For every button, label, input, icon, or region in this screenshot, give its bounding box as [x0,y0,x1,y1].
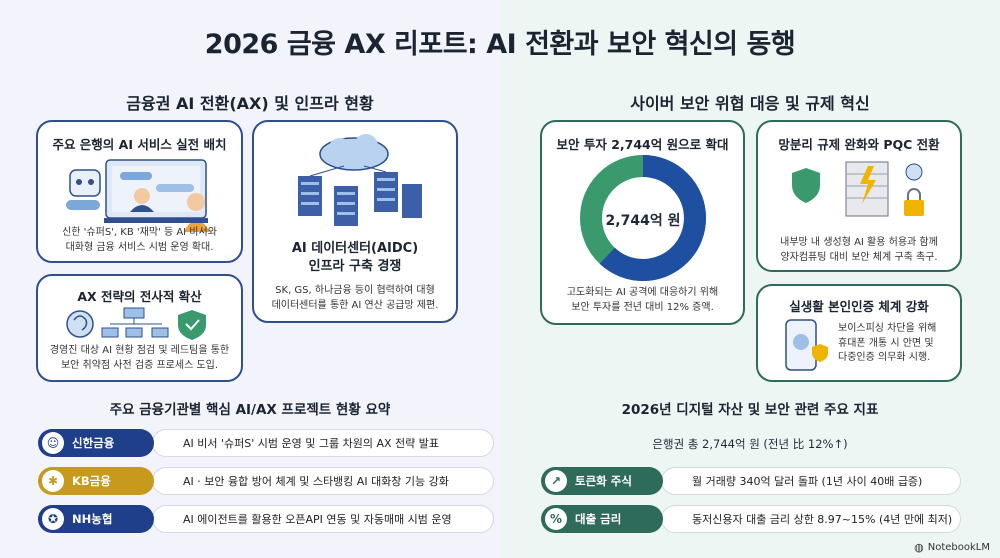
right-row-label: % 대출 금리 [541,505,663,533]
left-row-label: ✪ NH농협 [38,505,154,533]
footer-brand: ◍ NotebookLM [914,541,990,554]
left-row: AI · 보안 융합 방어 체계 및 스타뱅킹 AI 대화창 기능 강화 ✱ KB금… [38,467,494,495]
left-row: AI 에이전트를 활용한 오픈API 연동 및 자동매매 시범 운영 ✪ NH농협 [38,505,494,533]
left-row-text: AI · 보안 융합 방어 체계 및 스타뱅킹 AI 대화창 기능 강화 [152,467,494,495]
right-summary-subtitle: 은행권 총 2,744억 원 (전년 比 12%↑) [652,437,848,451]
left-row-text: AI 에이전트를 활용한 오픈API 연동 및 자동매매 시범 운영 [152,505,494,533]
network-regulation-card: 망분리 규제 완화와 PQC 전환 내부망 내 생성형 AI 활용 허용과 함께… [756,120,962,272]
right-row: 동저신용자 대출 금리 상한 8.97~15% (4년 만에 최저)% 대출 금리 [541,505,961,533]
right-row: 월 거래량 340억 달러 돌파 (1년 사이 40배 급증) ↗ 토큰화 주식 [541,467,961,495]
left-summary-heading: 주요 금융기관별 핵심 AI/AX 프로젝트 현황 요약 [109,402,391,418]
ai-service-card-title: 주요 은행의 AI 서비스 실전 배치 [52,137,227,152]
datacenter-cloud-icon [298,134,422,226]
left-row: AI 비서 '슈퍼S' 시범 운영 및 그룹 차원의 AX 전략 발표 ☺ 신한금융 [38,429,494,457]
network-regulation-card-title: 망분리 규제 완화와 PQC 전환 [778,137,940,152]
right-section-heading: 사이버 보안 위협 대응 및 규제 혁신 [630,94,870,113]
investment-donut-chart [580,155,706,281]
left-row-label-text: KB금융 [72,474,111,488]
right-row-label-text: 토큰화 주식 [575,474,632,488]
aidc-card-title: AI 데이터센터(AIDC) 인프라 구축 경쟁 [291,241,419,274]
chart-up-icon: ↗ [545,470,567,492]
aidc-card: AI 데이터센터(AIDC) 인프라 구축 경쟁 SK, GS, 하나금융 등이… [252,120,458,323]
firewall-lock-icon [792,161,924,217]
robot-icon: ☺ [42,432,64,454]
donut-center-label: 2,744억 원 [605,213,681,229]
face-id-phone-icon [785,319,828,371]
identity-verification-card: 실생활 본인인증 체계 강화 보이스피싱 차단을 위해 휴대폰 개통 시 안면 … [756,284,962,382]
notebook-logo-icon: ◍ [914,541,924,554]
medal-icon: ✪ [42,508,64,530]
left-row-label-text: 신한금융 [72,436,115,450]
ai-service-card-text: 신한 '슈퍼S', KB '재막' 등 AI 비서와 대화형 금융 서비스 시범… [62,227,217,253]
percent-icon: % [545,508,567,530]
ax-strategy-card-text: 경영진 대상 AI 현황 점검 및 레드팀을 통한 보안 취약점 사전 검증 프… [49,345,230,371]
aidc-card-text: SK, GS, 하나금융 등이 협력하여 대형 데이터센터를 통한 AI 연산 … [271,285,439,311]
donut-blue-segment [580,155,706,281]
left-row-label: ☺ 신한금융 [38,429,154,457]
page-title: 2026 금융 AX 리포트: AI 전환과 보안 혁신의 동행 [204,29,796,60]
ax-strategy-card-title: AX 전략의 전사적 확산 [77,289,202,304]
security-investment-card-title: 보안 투자 2,744억 원으로 확대 [556,137,729,152]
security-investment-card: 보안 투자 2,744억 원으로 확대 2,744억 원 고도화되는 AI 공격… [540,120,745,325]
chatbot-illustration-icon [66,159,210,232]
right-summary-heading: 2026년 디지털 자산 및 보안 관련 주요 지표 [621,402,879,418]
left-row-text: AI 비서 '슈퍼S' 시범 운영 및 그룹 차원의 AX 전략 발표 [152,429,494,457]
ai-service-card: 주요 은행의 AI 서비스 실전 배치 신한 '슈퍼S', KB '재막' 등 … [36,120,243,263]
right-row-label: ↗ 토큰화 주식 [541,467,663,495]
network-regulation-card-text: 내부망 내 생성형 AI 활용 허용과 함께 양자컴퓨팅 대비 보안 체계 구축… [780,237,938,263]
org-chart-illustration-icon [66,307,206,340]
ax-strategy-card: AX 전략의 전사적 확산 경영진 대상 AI 현황 점검 및 레드팀을 통한 … [36,274,243,382]
brain-icon: ✱ [42,470,64,492]
left-section-heading: 금융권 AI 전환(AX) 및 인프라 현황 [126,94,374,113]
left-row-label-text: NH농협 [72,512,113,526]
identity-verification-card-title: 실생활 본인인증 체계 강화 [789,299,929,314]
right-row-text: 월 거래량 340억 달러 돌파 (1년 사이 40배 급증) [661,467,961,495]
identity-verification-card-text: 보이스피싱 차단을 위해 휴대폰 개통 시 안면 및 다중인증 의무화 시행. [838,323,937,363]
right-row-text: 동저신용자 대출 금리 상한 8.97~15% (4년 만에 최저) [661,505,961,533]
right-row-label-text: 대출 금리 [575,512,622,526]
left-row-label: ✱ KB금융 [38,467,154,495]
security-investment-card-text: 고도화되는 AI 공격에 대응하기 위해 보안 투자를 전년 대비 12% 증액… [566,287,719,313]
